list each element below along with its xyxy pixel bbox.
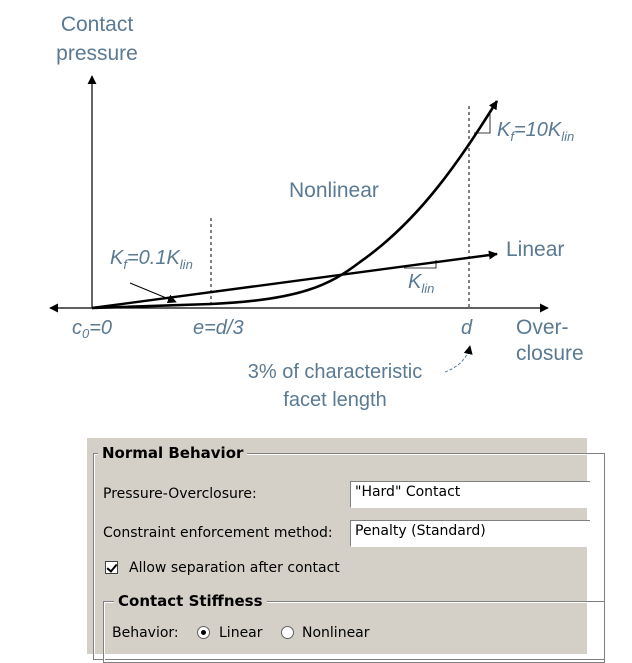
y-axis-label-line2: pressure (56, 42, 138, 65)
normal-behavior-title: Normal Behavior (98, 444, 248, 462)
kf-high-slope-triangle (474, 114, 491, 134)
e-label: e=d/3 (193, 317, 244, 339)
linear-line (91, 250, 498, 310)
contact-property-panel: Normal Behavior Pressure-Overclosure: "H… (87, 438, 605, 663)
x-axis-label-line1: Over- (516, 316, 569, 339)
facet-note-line2: facet length (283, 389, 386, 411)
linear-radio-label: Linear (219, 625, 263, 641)
linear-label: Linear (506, 238, 564, 261)
x-axis-label-line2: closure (516, 342, 584, 365)
nonlinear-label: Nonlinear (289, 179, 379, 202)
origin-label: c0=0 (72, 317, 112, 341)
pressure-overclosure-select[interactable]: "Hard" Contact (350, 481, 590, 508)
linear-radio[interactable] (197, 626, 210, 639)
nonlinear-radio[interactable] (281, 626, 294, 639)
facet-note-line1: 3% of characteristic (248, 361, 423, 383)
constraint-enforcement-select[interactable]: Penalty (Standard) (350, 520, 590, 547)
kf-low-leader (129, 282, 177, 304)
nonlinear-curve (91, 100, 499, 310)
facet-note-arrow (444, 345, 473, 373)
contact-stiffness-title: Contact Stiffness (114, 592, 267, 610)
constraint-enforcement-label: Constraint enforcement method: (103, 525, 333, 541)
contact-pressure-diagram: Contact pressure Over- closure c0=0 e=d/… (49, 13, 584, 411)
kf-low-label: Kf=0.1Klin (110, 247, 193, 272)
allow-separation-label: Allow separation after contact (129, 560, 340, 576)
kf-high-label: Kf=10Klin (497, 119, 574, 144)
d-label: d (461, 317, 473, 339)
pressure-overclosure-label: Pressure-Overclosure: (103, 486, 257, 502)
behavior-label: Behavior: (112, 625, 179, 641)
klin-label: Klin (408, 271, 434, 296)
allow-separation-checkbox[interactable] (105, 561, 118, 574)
klin-slope-triangle (404, 260, 437, 269)
nonlinear-radio-label: Nonlinear (302, 625, 370, 641)
y-axis-label-line1: Contact (61, 13, 134, 36)
